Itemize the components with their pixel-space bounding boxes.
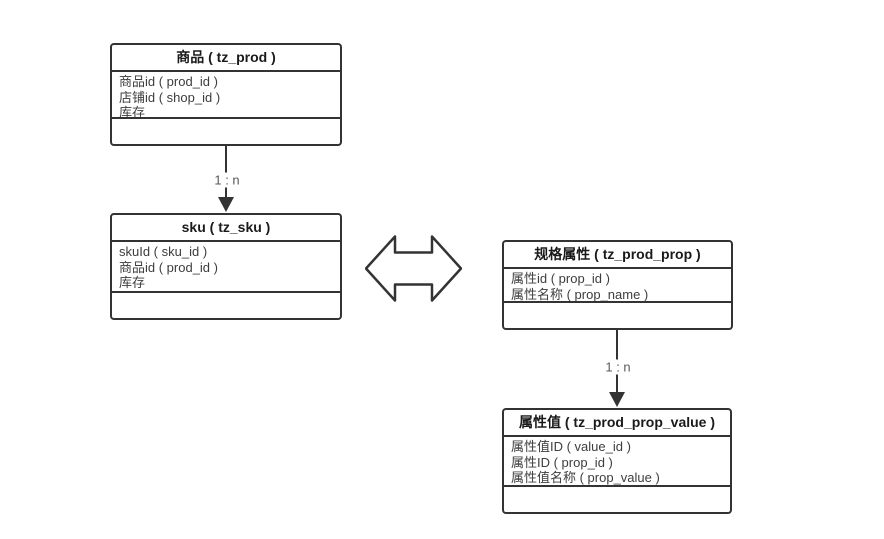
arrow-down-icon bbox=[609, 392, 625, 407]
cardinality-label-prod-sku: 1 : n bbox=[211, 172, 243, 188]
entity-field: 商品id ( prod_id ) bbox=[119, 74, 218, 89]
entity-prop-value-empty-section bbox=[504, 487, 730, 512]
entity-prod-title: 商品 ( tz_prod ) bbox=[112, 45, 340, 72]
entity-prop-value: 属性值 ( tz_prod_prop_value ) 属性值ID ( value… bbox=[502, 408, 732, 514]
entity-prod-prop: 规格属性 ( tz_prod_prop ) 属性id ( prop_id ) 属… bbox=[502, 240, 733, 330]
arrow-down-icon bbox=[218, 197, 234, 212]
entity-sku: sku ( tz_sku ) skuId ( sku_id ) 商品id ( p… bbox=[110, 213, 342, 320]
entity-sku-empty-section bbox=[112, 293, 340, 318]
cardinality-label-prop-value: 1 : n bbox=[602, 359, 634, 375]
entity-sku-fields: skuId ( sku_id ) 商品id ( prod_id ) 库存 bbox=[112, 242, 340, 293]
entity-prod-prop-empty-section bbox=[504, 303, 731, 328]
entity-field: 商品id ( prod_id ) bbox=[119, 259, 218, 275]
double-headed-arrow-icon bbox=[365, 235, 462, 302]
entity-field: 库存 bbox=[119, 105, 146, 119]
entity-prop-value-title: 属性值 ( tz_prod_prop_value ) bbox=[504, 410, 730, 437]
entity-prop-value-fields: 属性值ID ( value_id ) 属性ID ( prop_id ) 属性值名… bbox=[504, 437, 730, 487]
entity-prod: 商品 ( tz_prod ) 商品id ( prod_id ) 店铺id ( s… bbox=[110, 43, 342, 146]
entity-sku-title: sku ( tz_sku ) bbox=[112, 215, 340, 242]
entity-field: 店铺id ( shop_id ) bbox=[119, 89, 221, 105]
entity-field: 属性id ( prop_id ) bbox=[511, 271, 610, 286]
entity-prod-prop-title: 规格属性 ( tz_prod_prop ) bbox=[504, 242, 731, 269]
entity-field: 属性值ID ( value_id ) bbox=[511, 439, 631, 454]
entity-prod-fields: 商品id ( prod_id ) 店铺id ( shop_id ) 库存 bbox=[112, 72, 340, 119]
entity-prod-empty-section bbox=[112, 119, 340, 144]
entity-field: 属性ID ( prop_id ) bbox=[511, 454, 613, 470]
entity-field: 属性值名称 ( prop_value ) bbox=[511, 470, 660, 485]
entity-field: skuId ( sku_id ) bbox=[119, 244, 208, 259]
entity-field: 属性名称 ( prop_name ) bbox=[511, 286, 649, 302]
entity-prod-prop-fields: 属性id ( prop_id ) 属性名称 ( prop_name ) bbox=[504, 269, 731, 303]
entity-field: 库存 bbox=[119, 275, 146, 290]
